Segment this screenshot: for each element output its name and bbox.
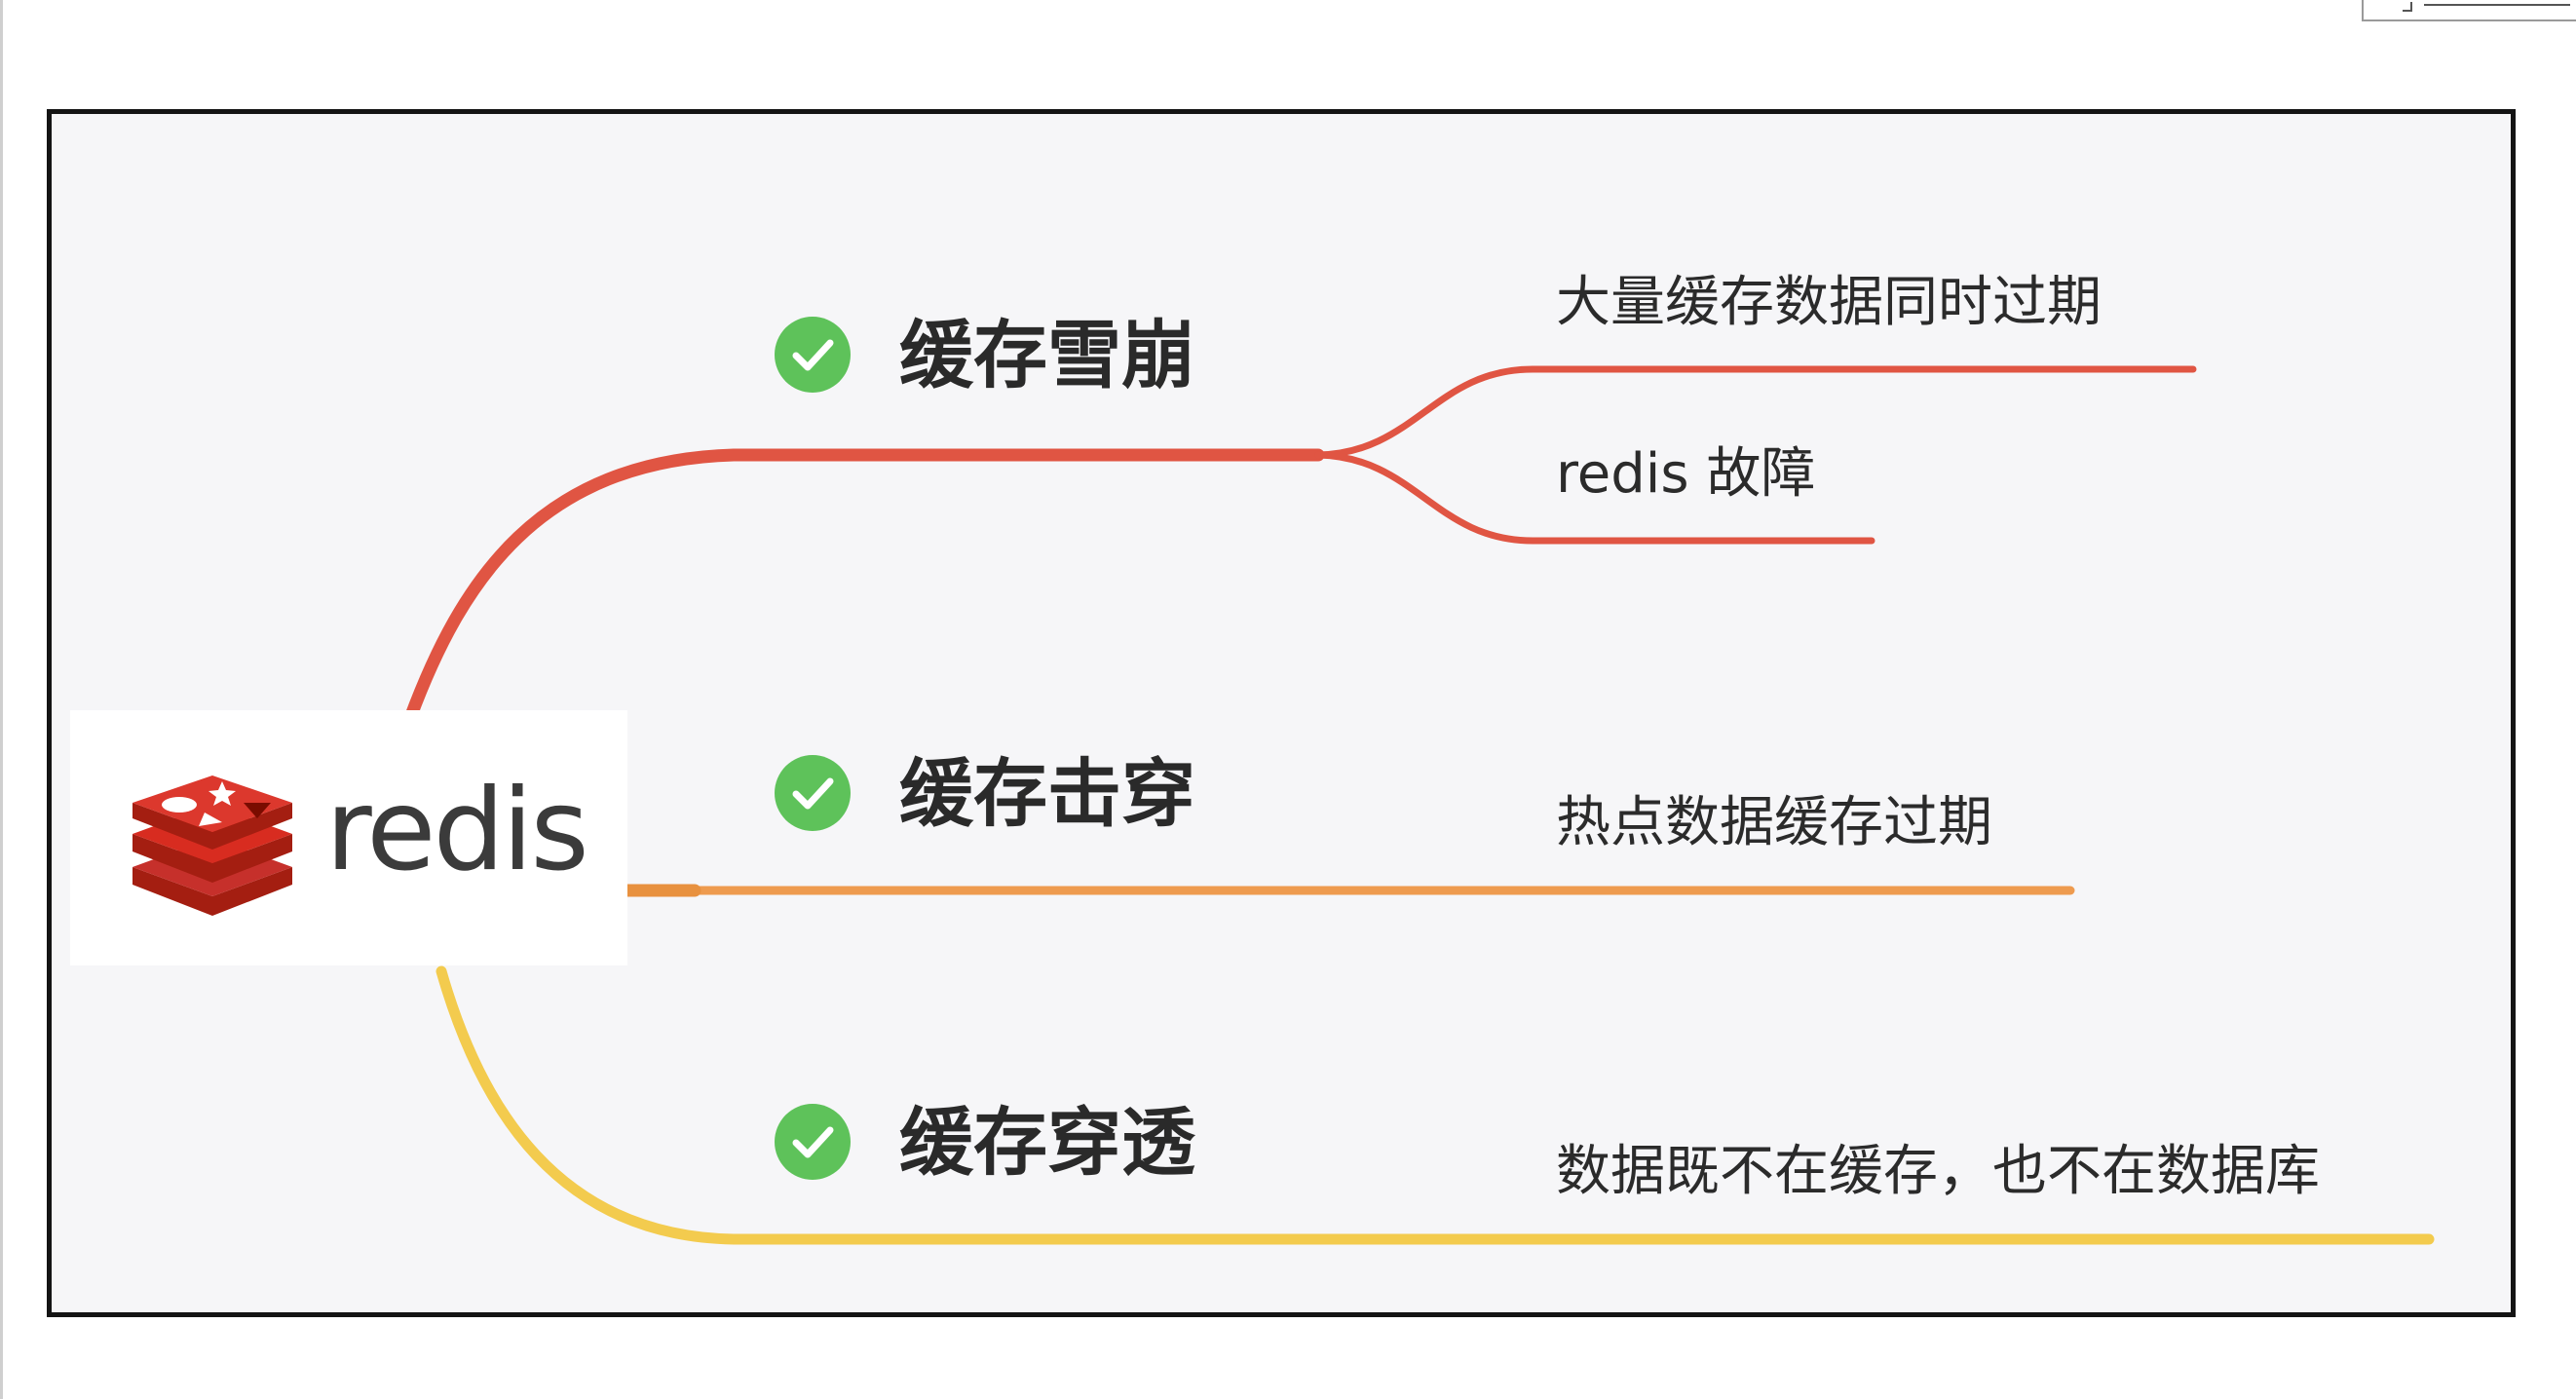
corner-widget[interactable] [2362, 0, 2576, 21]
topic-cache-breakdown: 缓存击穿 [899, 750, 1195, 837]
mindmap-connectors [403, 365, 2435, 1245]
check-circle-icon [775, 1104, 851, 1180]
branch-line-cache-avalanche [403, 448, 1325, 725]
redis-wordmark: redis [325, 765, 589, 896]
cause-mass-expiry: 大量缓存数据同时过期 [1556, 271, 2102, 334]
redis-stack-icon [133, 775, 292, 916]
mindmap-frame: 缓存雪崩 大量缓存数据同时过期 redis 故障 缓存击穿 热点数据缓存过期 缓… [47, 109, 2516, 1317]
leaf-line-redis-failure [1314, 451, 1875, 545]
check-circle-icon [775, 317, 851, 393]
cause-redis-failure: redis 故障 [1556, 442, 1816, 506]
leaf-line-mass-expiry [1314, 365, 2197, 459]
branch-line-cache-penetration [436, 965, 2435, 1245]
page-left-border [0, 0, 3, 1399]
root-node-redis-logo: redis [70, 710, 627, 965]
topic-cache-penetration: 缓存穿透 [899, 1099, 1195, 1186]
cause-not-in-cache-nor-db: 数据既不在缓存，也不在数据库 [1556, 1140, 2320, 1203]
check-circle-icon [775, 755, 851, 831]
topic-cache-avalanche: 缓存雪崩 [899, 312, 1195, 398]
cause-hot-key-expiry: 热点数据缓存过期 [1556, 791, 1992, 854]
